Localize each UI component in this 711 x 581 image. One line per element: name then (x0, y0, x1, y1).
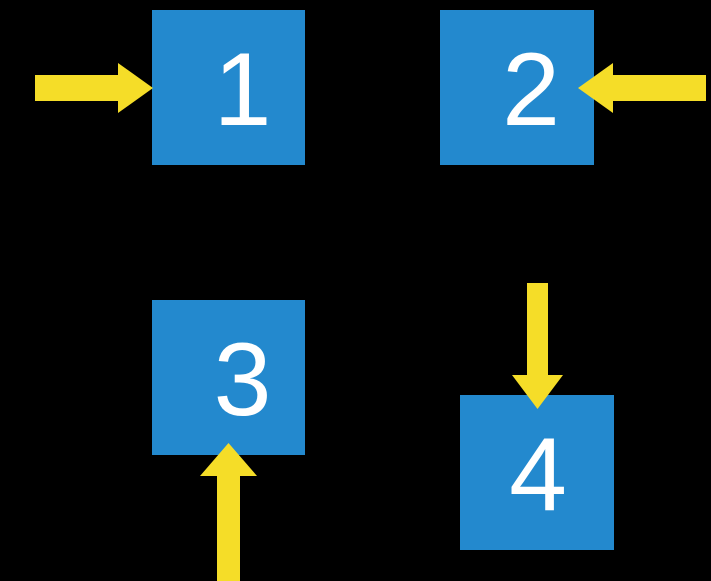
node-box-2[interactable]: 2 (440, 10, 594, 165)
node-label-1: 1 (213, 31, 272, 148)
node-box-1[interactable]: 1 (152, 10, 305, 165)
node-label-3: 3 (213, 321, 272, 438)
node-label-2: 2 (502, 31, 560, 148)
arrow-down-into-node-4-icon (512, 283, 563, 409)
arrow-right-into-node-1-icon (35, 63, 153, 113)
node-label-4: 4 (509, 416, 567, 533)
node-box-4[interactable]: 4 (460, 395, 614, 550)
arrow-up-into-node-3-icon (200, 443, 257, 581)
arrow-left-into-node-2-icon (578, 63, 706, 113)
node-box-3[interactable]: 3 (152, 300, 305, 455)
